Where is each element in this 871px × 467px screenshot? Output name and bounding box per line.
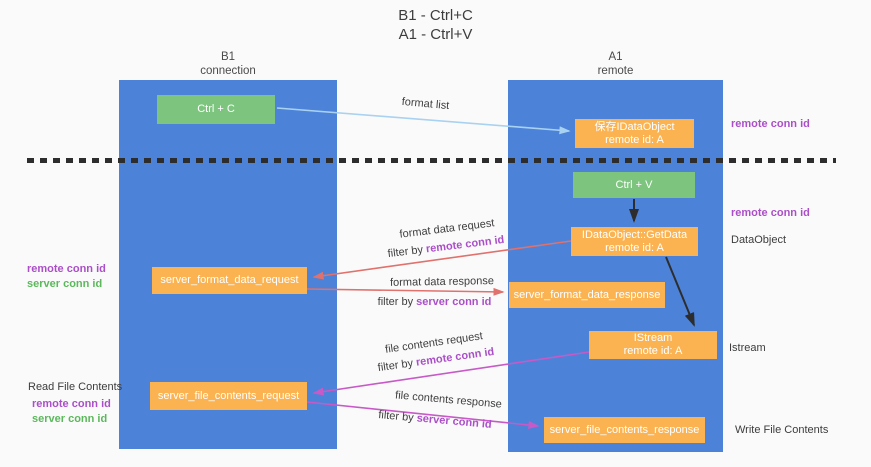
save-idataobject-line2: remote id: A [605, 133, 664, 146]
remote-conn-id-annotation-top: remote conn id [731, 118, 810, 130]
server-file-contents-response-label: server_file_contents_response [549, 423, 700, 436]
idataobject-getdata-box: IDataObject::GetData remote id: A [571, 227, 698, 256]
lane-header-b1: B1 connection [119, 50, 337, 78]
dataobject-annotation: DataObject [731, 234, 787, 246]
istream-line1: IStream [633, 332, 673, 344]
lane-header-a1: A1 remote [508, 50, 723, 78]
conn-id-pair-annotation-bottom: remote conn id server conn id [32, 397, 111, 427]
save-idataobject-box: 保存IDataObject remote id: A [575, 119, 694, 148]
filter-by-text: filter by [377, 409, 418, 425]
phase-separator-dashed-line [27, 158, 836, 163]
getdata-line2: remote id: A [605, 241, 664, 254]
ctrl-v-box: Ctrl + V [573, 172, 695, 198]
remote-conn-id-text: remote conn id [32, 398, 111, 410]
remote-conn-id-text: remote conn id [425, 233, 505, 256]
server-format-data-response-box: server_format_data_response [509, 282, 665, 308]
file-contents-response-label: file contents response [394, 389, 503, 411]
save-idataobject-line1: 保存IDataObject [594, 120, 675, 133]
server-file-contents-request-box: server_file_contents_request [150, 382, 307, 410]
server-format-data-request-label: server_format_data_request [160, 274, 299, 286]
ctrl-c-label: Ctrl + C [197, 103, 235, 115]
filter-by-text: filter by [377, 296, 417, 308]
diagram-title-line2: A1 - Ctrl+V [398, 26, 473, 43]
lane-a1-role: remote [597, 65, 634, 77]
server-conn-id-text: server conn id [27, 278, 103, 290]
server-file-contents-response-box: server_file_contents_response [544, 417, 705, 443]
ctrl-v-label: Ctrl + V [615, 178, 653, 191]
lane-b1-name: B1 [220, 51, 236, 63]
filter-by-text: filter by [387, 243, 427, 261]
server-file-contents-request-label: server_file_contents_request [157, 389, 300, 402]
istream-line2: remote id: A [623, 345, 683, 357]
write-file-contents-annotation: Write File Contents [735, 424, 829, 436]
ctrl-c-box: Ctrl + C [157, 95, 275, 124]
diagram-title-line1: B1 - Ctrl+C [398, 7, 473, 24]
server-conn-id-text: server conn id [416, 296, 492, 308]
getdata-line1: IDataObject::GetData [581, 228, 688, 241]
filter-by-text: filter by [377, 356, 417, 375]
server-conn-id-text: server conn id [416, 412, 493, 431]
lane-b1-role: connection [200, 65, 256, 77]
format-list-label: format list [401, 95, 450, 113]
file-contents-response-filter-label: filter by server conn id [378, 409, 493, 431]
remote-conn-id-annotation-mid: remote conn id [731, 207, 810, 219]
server-format-data-response-label: server_format_data_response [513, 288, 661, 301]
lane-a1-name: A1 [608, 51, 623, 63]
format-data-response-label: format data response [389, 275, 495, 289]
remote-conn-id-text: remote conn id [27, 263, 106, 275]
read-file-contents-annotation: Read File Contents [28, 381, 123, 393]
istream-annotation: Istream [729, 342, 766, 354]
conn-id-pair-annotation-mid: remote conn id server conn id [27, 262, 106, 292]
istream-box: IStream remote id: A [589, 331, 717, 359]
format-data-response-filter-label: filter by server conn id [377, 296, 492, 308]
server-format-data-request-box: server_format_data_request [152, 267, 307, 294]
server-conn-id-text: server conn id [32, 413, 108, 425]
